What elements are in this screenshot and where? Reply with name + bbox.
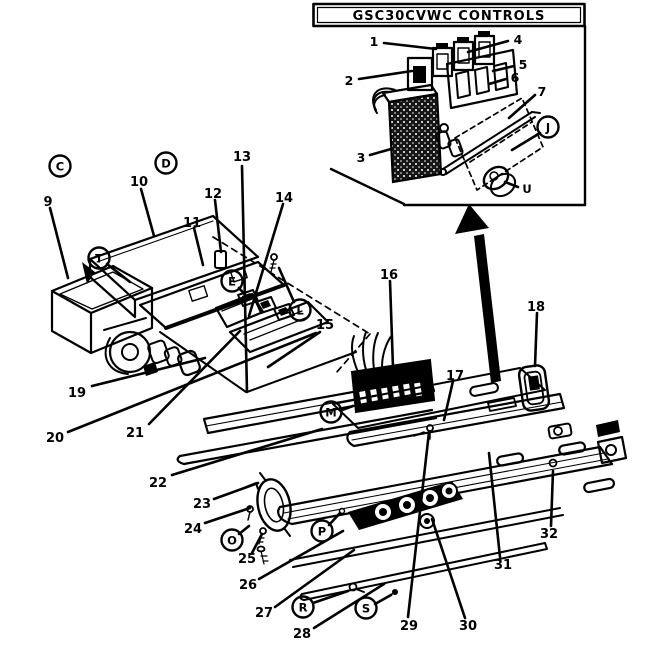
callout-20: 20 xyxy=(46,431,64,446)
letter-callouts: C D T E L M P O R S xyxy=(48,151,378,620)
svg-text:E: E xyxy=(228,275,236,289)
letter-callout-S: S xyxy=(354,596,378,620)
panel-slots xyxy=(496,420,628,494)
callout-19: 19 xyxy=(68,386,86,401)
letter-callout-L: L xyxy=(288,298,312,322)
callout-5: 5 xyxy=(519,57,528,72)
inset-rod xyxy=(439,111,541,176)
callout-11: 11 xyxy=(183,216,201,231)
letter-callout-P: P xyxy=(310,519,334,543)
callout-22: 22 xyxy=(149,476,167,491)
leader-lines xyxy=(48,164,555,630)
svg-text:O: O xyxy=(227,534,237,548)
letter-callout-T: T xyxy=(87,246,111,270)
trim-strip xyxy=(202,376,436,435)
svg-text:M: M xyxy=(325,406,336,420)
inset-title-bar-inner xyxy=(316,6,582,24)
inset-leader-lines xyxy=(357,39,542,189)
letter-callout-C: C xyxy=(48,154,72,178)
arrow-to-inset xyxy=(455,204,501,383)
frame-rails xyxy=(159,331,357,393)
callout-3: 3 xyxy=(357,150,366,165)
svg-text:T: T xyxy=(95,252,103,266)
callout-10: 10 xyxy=(130,175,148,190)
upper-front-strip xyxy=(176,408,438,466)
callout-6: 6 xyxy=(511,70,520,85)
main-assembly-art xyxy=(50,214,628,601)
callout-27: 27 xyxy=(255,606,273,621)
inset-title: GSC30CVWC CONTROLS xyxy=(353,9,546,24)
letter-callout-O: O xyxy=(220,528,244,552)
terminal-block xyxy=(350,331,436,414)
callout-32: 32 xyxy=(540,527,558,542)
callout-17: 17 xyxy=(446,369,464,384)
callout-30: 30 xyxy=(459,619,477,634)
callout-2: 2 xyxy=(345,73,354,88)
callout-29: 29 xyxy=(400,619,418,634)
capacitor-part xyxy=(214,250,227,269)
callout-16: 16 xyxy=(380,268,398,283)
callout-25: 25 xyxy=(238,552,256,567)
callout-13: 13 xyxy=(233,150,251,165)
callout-14: 14 xyxy=(275,191,293,206)
letter-callout-U: U xyxy=(522,182,531,196)
end-cap xyxy=(517,364,551,412)
inset-title-bar xyxy=(312,2,586,28)
callout-24: 24 xyxy=(184,522,202,537)
callout-1: 1 xyxy=(370,34,379,49)
callout-12: 12 xyxy=(204,187,222,202)
number-callouts: 9 10 11 12 13 14 15 16 17 18 19 20 21 22… xyxy=(43,150,558,642)
valve-row xyxy=(348,481,463,530)
bolt-part xyxy=(270,253,278,261)
svg-text:P: P xyxy=(318,525,326,539)
letter-callout-E: E xyxy=(220,269,244,293)
svg-text:C: C xyxy=(56,160,64,174)
inset-controls-box: GSC30CVWC CONTROLS xyxy=(312,2,587,207)
letter-callout-J: J xyxy=(536,115,560,139)
callout-15: 15 xyxy=(316,318,334,333)
callout-4: 4 xyxy=(514,32,523,47)
rear-deck xyxy=(332,367,546,429)
svg-text:J: J xyxy=(545,121,550,135)
callout-21: 21 xyxy=(126,426,144,441)
callout-9: 9 xyxy=(43,195,52,210)
callout-18: 18 xyxy=(527,300,545,315)
letter-callout-R: R xyxy=(291,595,315,619)
inset-dashed-panel xyxy=(454,97,544,191)
duct-box xyxy=(50,264,154,355)
blower-assembly xyxy=(103,317,201,377)
inset-corner-line xyxy=(329,167,406,206)
svg-text:S: S xyxy=(362,602,370,616)
svg-text:R: R xyxy=(299,601,308,615)
callout-26: 26 xyxy=(239,578,257,593)
letter-callout-M: M xyxy=(319,400,343,424)
inset-knob xyxy=(482,165,517,198)
inset-cylinder-parts xyxy=(435,130,464,158)
svg-text:D: D xyxy=(161,157,171,171)
callout-7: 7 xyxy=(538,84,547,99)
inset-rocker-switches xyxy=(406,31,496,92)
letter-callout-D: D xyxy=(154,151,178,175)
callout-23: 23 xyxy=(193,497,211,512)
dashed-plane-line xyxy=(212,236,371,335)
screw-32 xyxy=(548,458,558,468)
callout-31: 31 xyxy=(494,558,512,573)
inset-transformer xyxy=(372,83,449,184)
svg-text:L: L xyxy=(296,304,304,318)
callout-28: 28 xyxy=(293,627,311,642)
